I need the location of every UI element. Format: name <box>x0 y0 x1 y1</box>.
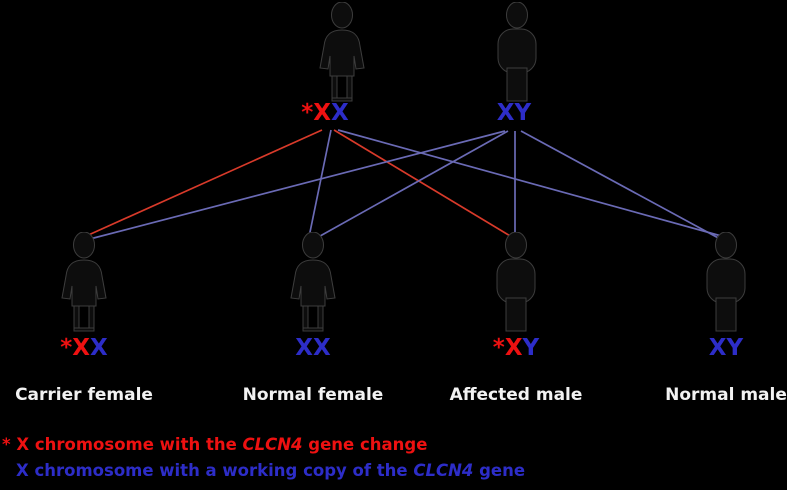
father-genotype: XY <box>404 100 624 126</box>
female-silhouette-icon <box>319 2 365 102</box>
legend-line-mutant: * X chromosome with the CLCN4 gene chang… <box>2 435 787 454</box>
child-carrier-female-genotype-star: * <box>60 335 73 361</box>
child-carrier-female-genotype: *XX <box>0 335 194 361</box>
legend-normal-text-b: gene <box>473 461 526 480</box>
legend-normal-gene: CLCN4 <box>413 461 474 480</box>
mother-genotype: *XX <box>215 100 435 126</box>
line-mother-to-normal-female <box>308 129 332 238</box>
child-carrier-female-allele1: X <box>72 335 91 361</box>
child-carrier-female-allele2: X <box>90 335 108 361</box>
child-normal-female-genotype: XX <box>203 335 423 361</box>
line-mother-to-normal-male <box>337 129 726 238</box>
mother-genotype-star: * <box>301 100 314 126</box>
line-father-to-normal-female <box>312 130 509 241</box>
mother-figure <box>310 2 374 102</box>
child-carrier-female-figure <box>52 232 116 332</box>
line-father-to-normal-male <box>520 130 723 241</box>
father-genotype-allele1: X <box>496 100 515 126</box>
child-normal-female-allele1: X <box>295 335 313 361</box>
child-carrier-female-caption: Carrier female <box>15 385 153 405</box>
female-silhouette-icon <box>290 232 336 332</box>
child-affected-male-genotype: *XY <box>406 335 626 361</box>
legend-star: * <box>2 435 11 454</box>
mother-genotype-allele1: X <box>313 100 332 126</box>
line-father-to-carrier-female <box>85 130 506 241</box>
child-normal-male-allele2: Y <box>726 335 744 361</box>
female-silhouette-icon <box>61 232 107 332</box>
male-silhouette-icon <box>496 232 536 332</box>
child-affected-male-figure <box>484 232 548 332</box>
male-silhouette-icon <box>706 232 746 332</box>
father-figure <box>485 2 549 102</box>
child-normal-male-figure <box>694 232 758 332</box>
line-mother-to-affected-male <box>333 129 513 238</box>
legend-line-normal: X chromosome with a working copy of the … <box>16 461 787 480</box>
male-silhouette-icon <box>497 2 537 102</box>
child-affected-male-allele2: Y <box>522 335 540 361</box>
child-normal-male-genotype: XY <box>616 335 787 361</box>
child-normal-female-figure <box>281 232 345 332</box>
legend-mutant-gene: CLCN4 <box>242 435 303 454</box>
child-affected-male-allele1: X <box>504 335 523 361</box>
father-genotype-allele2: Y <box>514 100 532 126</box>
child-normal-female-caption: Normal female <box>242 385 384 405</box>
legend-mutant-text-b: gene change <box>302 435 428 454</box>
child-normal-male-allele1: X <box>708 335 727 361</box>
legend-normal-text-a: X chromosome with a working copy of the <box>16 461 414 480</box>
child-affected-male-caption: Affected male <box>449 385 583 405</box>
child-normal-male-caption: Normal male <box>665 385 787 405</box>
child-normal-female-allele2: X <box>313 335 331 361</box>
mother-genotype-allele2: X <box>331 100 349 126</box>
child-affected-male-genotype-star: * <box>492 335 505 361</box>
line-mother-to-carrier-female <box>83 129 323 238</box>
legend-mutant-text-a: X chromosome with the <box>10 435 243 454</box>
